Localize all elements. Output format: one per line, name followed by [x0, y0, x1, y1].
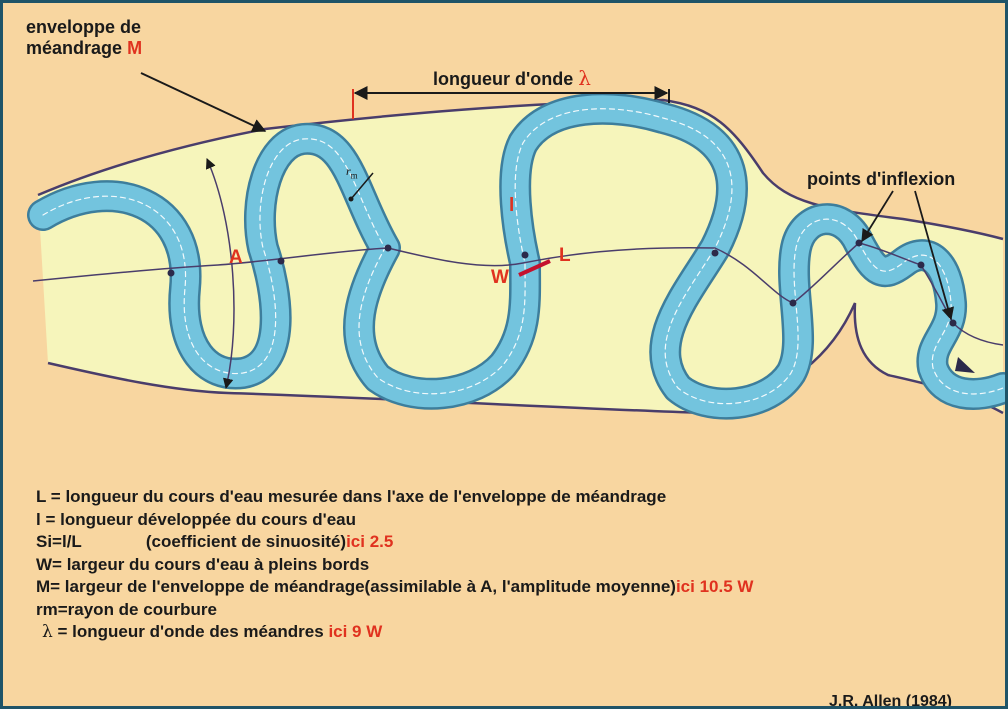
- meander-diagram: [27, 72, 1005, 420]
- envelope-pointer-arrow: [140, 72, 267, 133]
- width-marker: [518, 259, 551, 277]
- radius-subscript: m: [350, 170, 358, 181]
- wavelength-label: longueur d'onde λ: [433, 67, 591, 90]
- radius-indicator: [348, 172, 374, 202]
- inflection-arrows: [861, 190, 954, 321]
- inflection-point: [521, 251, 529, 259]
- legend-value: ici 9 W: [328, 622, 383, 641]
- inflection-point: [277, 257, 285, 265]
- width-label: W: [491, 267, 509, 288]
- flow-arrow: [955, 357, 975, 373]
- legend-line: Si=l/L (coefficient de sinuosité)ici 2.5: [36, 532, 753, 555]
- river-channel: [27, 92, 1005, 420]
- envelope-label: enveloppe de méandrage M: [26, 17, 142, 58]
- wavelength-text: longueur d'onde: [433, 69, 574, 89]
- legend-symbol: λ: [42, 622, 53, 642]
- legend-line: W= largeur du cours d'eau à pleins bords: [36, 554, 370, 574]
- inflection-point: [384, 244, 392, 252]
- legend-line: M= largeur de l'enveloppe de méandrage(a…: [36, 577, 753, 600]
- legend-value: ici 2.5: [346, 532, 394, 551]
- inflection-points: [167, 239, 957, 327]
- legend-line: L = longueur du cours d'eau mesurée dans…: [36, 487, 667, 506]
- radius-label: rm: [346, 164, 358, 180]
- inflection-point: [167, 269, 175, 277]
- legend-line: λ = longueur d'onde des méandres ici 9 W: [36, 622, 753, 645]
- inflection-point: [855, 239, 863, 247]
- envelope-label-line2: méandrage: [26, 37, 123, 58]
- legend-text: = longueur d'onde des méandres: [57, 622, 324, 641]
- wavelength-dimension: [352, 86, 670, 119]
- legend-line: rm=rayon de courbure: [36, 599, 217, 619]
- legend-text: (coefficient de sinuosité): [145, 532, 347, 551]
- legend-text: Si=l/L: [36, 532, 82, 551]
- inflection-point: [789, 299, 797, 307]
- axis-length-label: L: [559, 245, 571, 266]
- envelope-label-line1: enveloppe de: [26, 17, 142, 37]
- inflection-point: [949, 319, 957, 327]
- wavelength-symbol: λ: [578, 66, 591, 90]
- definitions-legend: L = longueur du cours d'eau mesurée dans…: [36, 487, 753, 645]
- envelope-upper-line: [37, 98, 1004, 241]
- credit-text: J.R. Allen (1984): [829, 693, 953, 709]
- inflection-point: [711, 249, 719, 257]
- amplitude-label: A: [229, 247, 243, 268]
- envelope-symbol: M: [127, 37, 143, 58]
- legend-line: l = longueur développée du cours d'eau: [36, 509, 357, 529]
- amplitude-arc: [205, 158, 235, 390]
- radius-symbol: r: [346, 164, 351, 178]
- legend-value: ici 10.5 W: [675, 577, 754, 596]
- developed-length-label: l: [509, 195, 515, 216]
- inflection-points-label: points d'inflexion: [807, 169, 956, 189]
- legend-text: M= largeur de l'enveloppe de méandrage(a…: [36, 577, 676, 596]
- inflection-point: [917, 261, 925, 269]
